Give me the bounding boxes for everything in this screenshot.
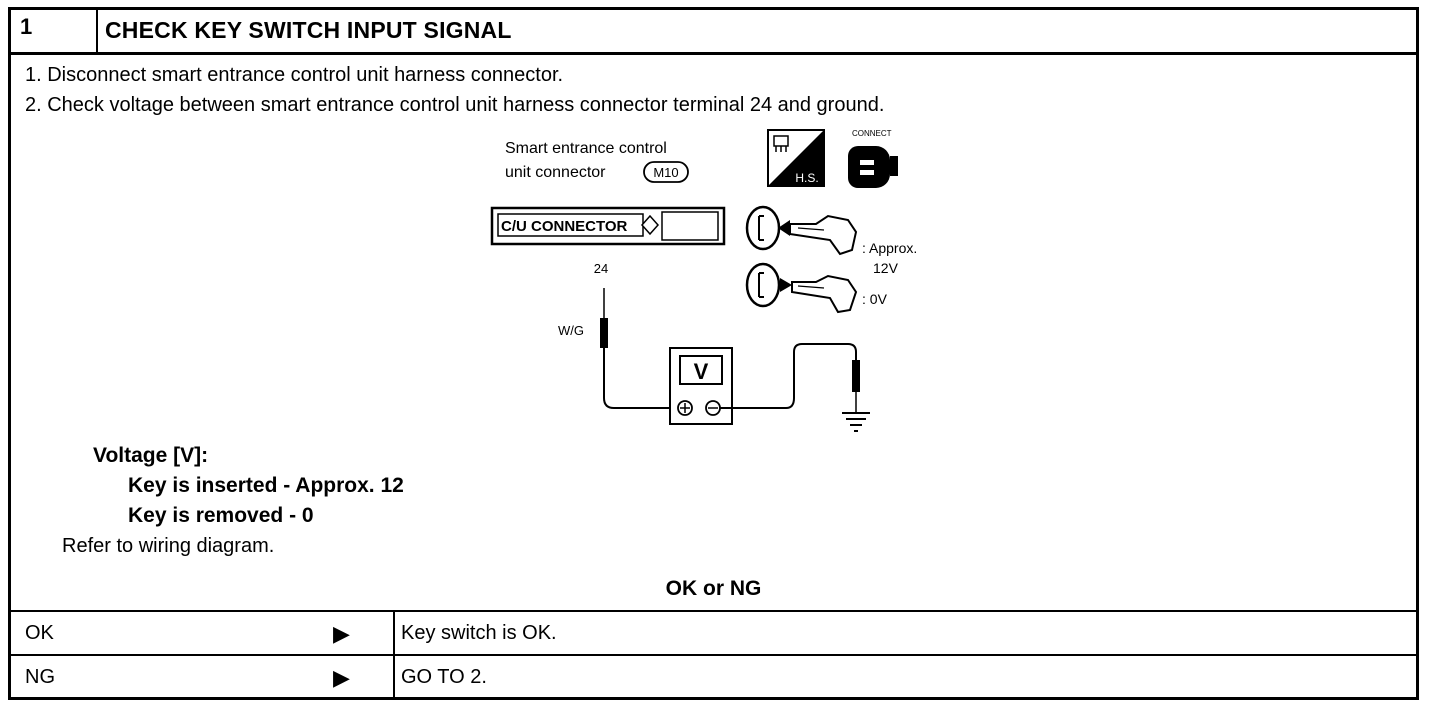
ok-or-ng-label: OK or NG bbox=[665, 577, 762, 600]
negative-probe bbox=[852, 360, 860, 392]
voltage-spec-heading: Voltage [V]: bbox=[93, 444, 209, 467]
key-inserted-value-2: 12V bbox=[873, 260, 899, 276]
instruction-1: 1. Disconnect smart entrance control uni… bbox=[25, 64, 564, 86]
ground-icon bbox=[842, 412, 870, 432]
key-removed-value: : 0V bbox=[862, 291, 888, 307]
connector-id-badge bbox=[643, 161, 689, 183]
result-ng-label: NG bbox=[25, 666, 55, 688]
header-divider bbox=[96, 7, 98, 55]
hs-label: H.S. bbox=[795, 171, 818, 185]
cu-connector: C/U CONNECTOR bbox=[490, 206, 726, 246]
result-separator bbox=[393, 654, 395, 700]
connector-label-line2: unit connector bbox=[505, 164, 606, 181]
positive-probe bbox=[600, 318, 608, 348]
refer-note: Refer to wiring diagram. bbox=[62, 535, 275, 557]
key-removed-icon bbox=[745, 262, 858, 314]
wire-color: W/G bbox=[558, 323, 584, 338]
arrow-right-icon: ▶ bbox=[333, 665, 350, 690]
cu-connector-label: C/U CONNECTOR bbox=[501, 218, 628, 235]
result-divider-top bbox=[8, 610, 1419, 612]
wiring-check-diagram: Smart entrance control unit connector M1… bbox=[490, 129, 917, 432]
result-divider-middle bbox=[8, 654, 1419, 656]
instruction-2: 2. Check voltage between smart entrance … bbox=[25, 94, 885, 116]
connect-icon bbox=[848, 146, 898, 188]
result-ng-text: GO TO 2. bbox=[401, 666, 487, 688]
step-header-row bbox=[8, 7, 1419, 55]
key-inserted-icon bbox=[745, 205, 858, 256]
result-ok-label: OK bbox=[25, 622, 54, 644]
step-title: CHECK KEY SWITCH INPUT SIGNAL bbox=[105, 17, 512, 43]
key-inserted-value-1: : Approx. bbox=[862, 240, 917, 256]
terminal-number: 24 bbox=[594, 261, 608, 276]
result-ok-text: Key switch is OK. bbox=[401, 622, 557, 644]
result-separator bbox=[393, 610, 395, 656]
connect-label: CONNECT bbox=[852, 129, 892, 138]
voltmeter: V bbox=[669, 347, 733, 425]
voltage-spec-removed: Key is removed - 0 bbox=[128, 504, 314, 527]
voltage-spec-inserted: Key is inserted - Approx. 12 bbox=[128, 474, 404, 497]
meter-label: V bbox=[694, 359, 709, 384]
arrow-right-icon: ▶ bbox=[333, 621, 350, 646]
connector-id: M10 bbox=[653, 165, 678, 180]
harness-side-icon: H.S. bbox=[767, 129, 825, 187]
step-number: 1 bbox=[20, 14, 33, 39]
connector-label-line1: Smart entrance control bbox=[505, 140, 667, 157]
